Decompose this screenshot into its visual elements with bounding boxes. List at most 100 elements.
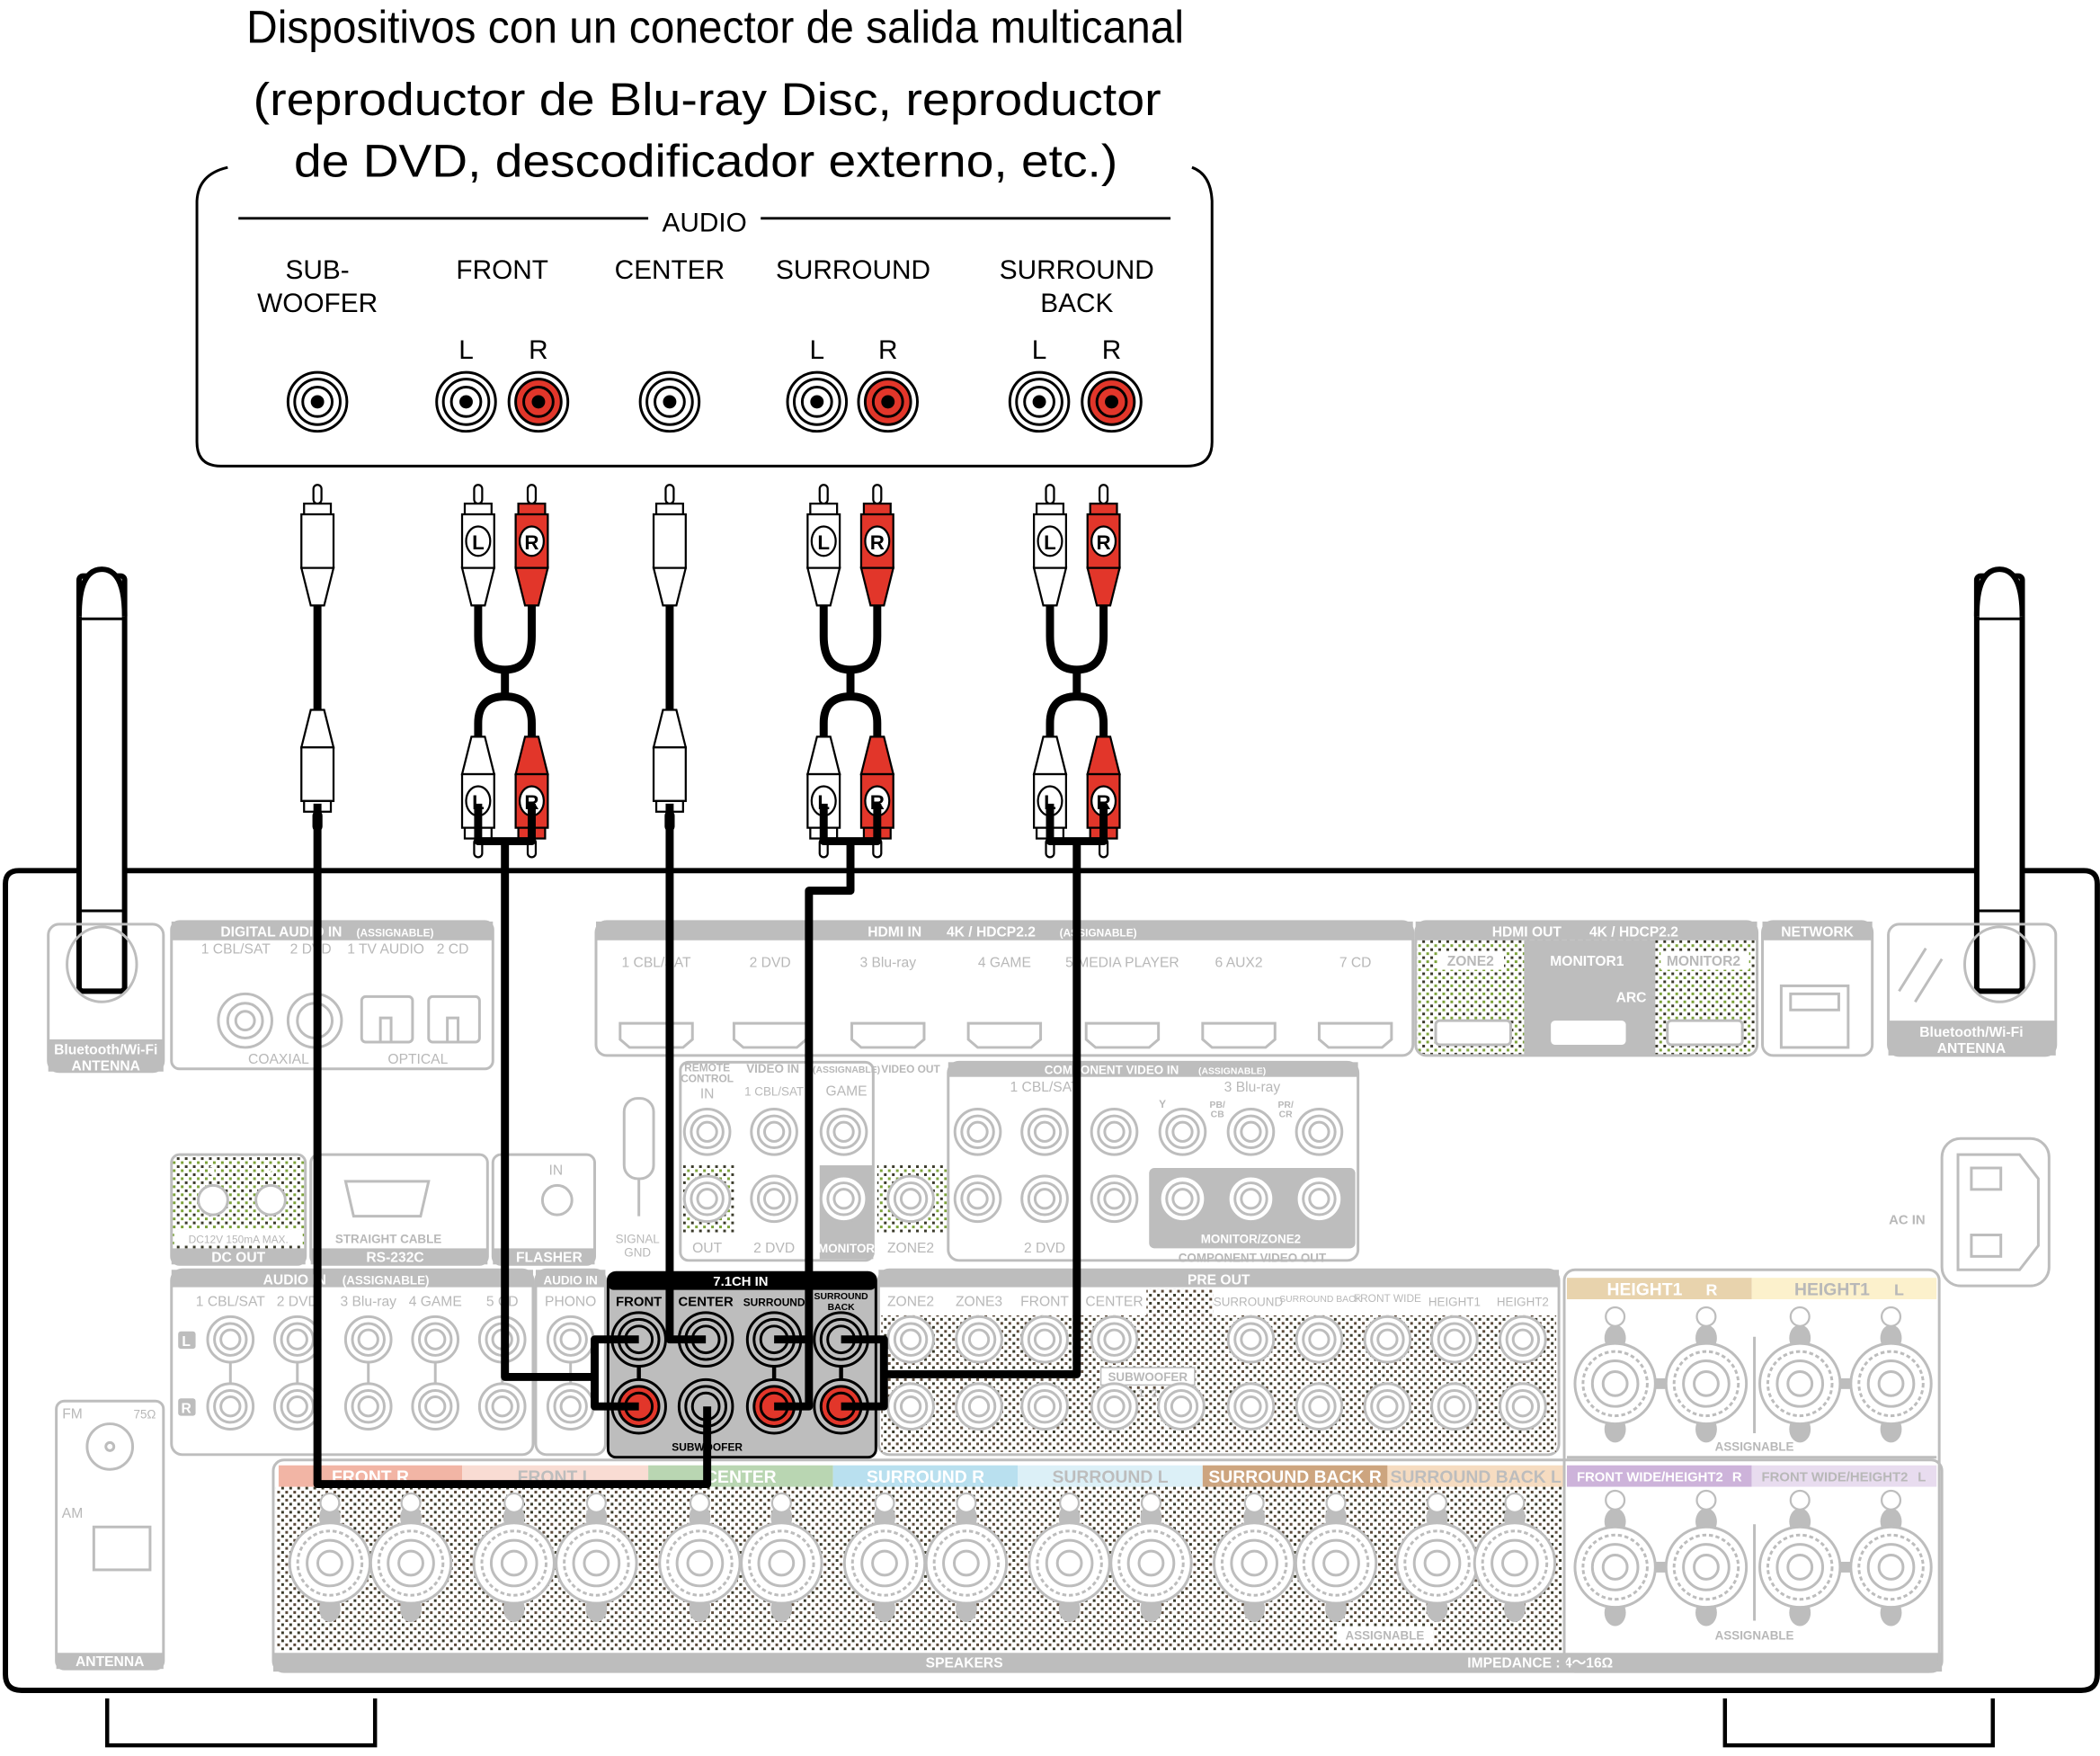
speaker-terminal[interactable]: [1758, 1508, 1842, 1627]
rca-jack[interactable]: [682, 1174, 732, 1224]
front-r-label: R: [529, 335, 548, 365]
hdmi-port[interactable]: [850, 1021, 926, 1049]
rca-jack[interactable]: [1295, 1382, 1344, 1431]
rca-jack[interactable]: [1158, 1174, 1207, 1224]
rca-jack[interactable]: [1020, 1382, 1069, 1431]
network-panel: NETWORK: [1761, 920, 1874, 1057]
rca-jack[interactable]: [1226, 1107, 1276, 1156]
speaker-terminal[interactable]: [1849, 1508, 1933, 1627]
rca-jack[interactable]: [1020, 1315, 1069, 1364]
rca-jack[interactable]: [955, 1315, 1003, 1364]
rca-jack[interactable]: [272, 1315, 322, 1364]
rca-jack[interactable]: [546, 1382, 595, 1431]
speaker-terminal[interactable]: [472, 1503, 556, 1623]
audio-in-3: 3 Blu-ray: [340, 1294, 396, 1309]
hdmi-in-spec: 4K / HDCP2.2: [947, 924, 1036, 940]
rca-jack[interactable]: [1090, 1382, 1139, 1431]
source-jack-white-4-0[interactable]: [1008, 370, 1071, 433]
source-jack-red-4-1[interactable]: [1081, 370, 1143, 433]
rca-jack[interactable]: [886, 1174, 935, 1224]
rca-jack[interactable]: [1363, 1382, 1412, 1431]
speaker-terminal[interactable]: [740, 1503, 823, 1623]
hdmi-in-sub: (ASSIGNABLE): [1060, 926, 1137, 939]
speaker-terminal[interactable]: [658, 1503, 742, 1623]
plus-icon: [1789, 1489, 1811, 1511]
rca-jack[interactable]: [1226, 1174, 1276, 1224]
rca-jack[interactable]: [819, 1107, 868, 1156]
coaxial-label: COAXIAL: [248, 1052, 309, 1067]
audio-in-sub: (ASSIGNABLE): [343, 1274, 430, 1288]
source-jack-red-1-1[interactable]: [507, 370, 570, 433]
speaker-terminal[interactable]: [369, 1503, 453, 1623]
rca-jack[interactable]: [750, 1174, 798, 1224]
ch71-jack-white[interactable]: [610, 1311, 667, 1368]
rca-jack[interactable]: [953, 1107, 1002, 1156]
rca-jack[interactable]: [1226, 1382, 1276, 1431]
rca-jack[interactable]: [1295, 1107, 1344, 1156]
rca-jack[interactable]: [343, 1382, 393, 1431]
source-jack-white-3-0[interactable]: [786, 370, 849, 433]
minus-icon: [1504, 1492, 1526, 1513]
ch71-surround: SURROUND: [743, 1296, 805, 1308]
rca-jack[interactable]: [1020, 1107, 1069, 1156]
rca-jack[interactable]: [953, 1174, 1002, 1224]
speaker-terminal[interactable]: [1573, 1324, 1657, 1443]
ch71-jack-white[interactable]: [813, 1311, 869, 1368]
speaker-terminal[interactable]: [924, 1503, 1009, 1623]
rca-jack[interactable]: [1295, 1315, 1344, 1364]
minus-icon: [1695, 1489, 1717, 1511]
rca-jack[interactable]: [1430, 1315, 1479, 1364]
speaker-terminal[interactable]: [1212, 1503, 1296, 1623]
speaker-terminal[interactable]: [842, 1503, 927, 1623]
rca-jack[interactable]: [819, 1174, 868, 1224]
rca-jack[interactable]: [1363, 1315, 1412, 1364]
rca-jack[interactable]: [546, 1315, 595, 1364]
rca-jack[interactable]: [272, 1382, 322, 1431]
hdmi-port[interactable]: [966, 1021, 1043, 1049]
rca-jack[interactable]: [1090, 1107, 1139, 1156]
rca-jack[interactable]: [886, 1382, 935, 1431]
rca-jack[interactable]: [682, 1107, 732, 1156]
rca-jack[interactable]: [1158, 1107, 1207, 1156]
rca-jack[interactable]: [886, 1315, 935, 1364]
source-jack-red-3-1[interactable]: [857, 370, 920, 433]
rca-jack[interactable]: [1226, 1315, 1276, 1364]
rca-jack[interactable]: [1090, 1174, 1139, 1224]
speaker-terminal[interactable]: [1294, 1503, 1378, 1623]
hdmi-port[interactable]: [618, 1021, 694, 1049]
rca-jack[interactable]: [1430, 1382, 1479, 1431]
rca-jack[interactable]: [206, 1315, 255, 1364]
hdmi-out-arc: ARC: [1616, 990, 1647, 1005]
speaker-terminal[interactable]: [1573, 1508, 1657, 1627]
source-jack-white-1-0[interactable]: [435, 370, 497, 433]
rca-jack[interactable]: [411, 1382, 460, 1431]
rca-jack[interactable]: [411, 1315, 460, 1364]
hdmi-port[interactable]: [1317, 1021, 1393, 1049]
hdmi-in-label: 7 CD: [1339, 956, 1372, 971]
hdmi-port[interactable]: [1201, 1021, 1277, 1049]
surround-back-r-label: R: [1102, 335, 1122, 365]
rca-jack[interactable]: [955, 1382, 1003, 1431]
rca-jack[interactable]: [477, 1382, 527, 1431]
rca-jack[interactable]: [1020, 1174, 1069, 1224]
rca-jack[interactable]: [1157, 1382, 1206, 1431]
speaker-label-bg: [1387, 1465, 1565, 1487]
rca-jack[interactable]: [206, 1382, 255, 1431]
rca-jack[interactable]: [750, 1107, 798, 1156]
hdmi-port[interactable]: [1084, 1021, 1161, 1049]
rca-jack[interactable]: [1295, 1174, 1344, 1224]
plus-icon: [1789, 1306, 1811, 1327]
rca-jack[interactable]: [343, 1315, 393, 1364]
speaker-terminal[interactable]: [1664, 1324, 1749, 1443]
rca-jack[interactable]: [1090, 1315, 1139, 1364]
rca-jack[interactable]: [1499, 1315, 1547, 1364]
dc-out-title: DC OUT: [211, 1250, 265, 1265]
source-jack-white-2-0[interactable]: [638, 370, 701, 433]
hdmi-in-label: 2 DVD: [750, 956, 791, 971]
source-jack-white-0-0[interactable]: [286, 370, 349, 433]
speaker-terminal[interactable]: [1664, 1508, 1749, 1627]
rca-jack[interactable]: [1499, 1382, 1547, 1431]
speaker-terminal[interactable]: [1758, 1324, 1842, 1443]
speaker-terminal[interactable]: [1849, 1324, 1933, 1443]
